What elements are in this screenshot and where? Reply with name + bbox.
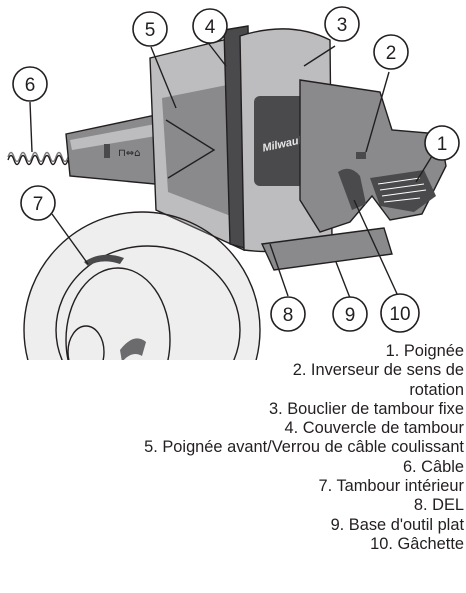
flat-base	[260, 227, 393, 271]
callout-number: 9	[345, 305, 356, 326]
lock-symbol-icon: ⊓⇔⌂	[118, 148, 141, 159]
callout-8: 8	[270, 296, 306, 332]
callout-number: 3	[337, 15, 348, 36]
legend-item-handle: 1. Poignée	[385, 342, 464, 360]
callout-number: 4	[205, 17, 216, 38]
callout-number: 1	[437, 134, 448, 155]
callout-5: 5	[132, 11, 168, 47]
callout-6: 6	[12, 66, 48, 102]
cone-collar	[149, 35, 245, 252]
legend-item-cable: 6. Câble	[402, 457, 464, 476]
drain-snake-diagram: ⊓⇔⌂ Milwaukee	[7, 6, 460, 360]
cable	[7, 151, 69, 166]
legend-item-drum-cover: 4. Couvercle de tambour	[284, 419, 464, 438]
legend-item-inner-drum: 7. Tambour intérieur	[318, 477, 464, 496]
callout-4: 4	[192, 8, 228, 44]
legend-item-drum-shield: 3. Bouclier de tambour fixe	[269, 399, 464, 418]
callout-number: 8	[283, 305, 294, 326]
callout-9: 9	[332, 296, 368, 332]
callout-number: 10	[389, 304, 410, 325]
trigger	[338, 168, 366, 210]
legend-item-front-handle: 5. Poignée avant/Verrou de câble couliss…	[144, 438, 464, 457]
callout-number: 6	[25, 75, 36, 96]
parts-legend: 1. Poignée 2. Inverseur de sens de rotat…	[2, 342, 464, 554]
tool-body	[299, 79, 447, 233]
legend-item-trigger: 10. Gâchette	[370, 534, 464, 553]
legend-item-reverse-switch: 2. Inverseur de sens de	[292, 361, 464, 380]
callout-2: 2	[373, 34, 409, 70]
callout-1: 1	[424, 125, 460, 161]
reverse-switch	[356, 152, 366, 159]
callout-number: 2	[386, 43, 397, 64]
legend-item-flat-base: 9. Base d'outil plat	[330, 515, 464, 534]
callout-number: 7	[33, 194, 44, 215]
callout-3: 3	[324, 6, 360, 42]
legend-item-led: 8. DEL	[413, 496, 464, 515]
legend-item-reverse-switch-cont: rotation	[409, 380, 464, 399]
inner-drum-detail	[23, 211, 261, 360]
callout-7: 7	[20, 185, 56, 221]
callout-10: 10	[380, 293, 420, 333]
callout-number: 5	[145, 20, 156, 41]
